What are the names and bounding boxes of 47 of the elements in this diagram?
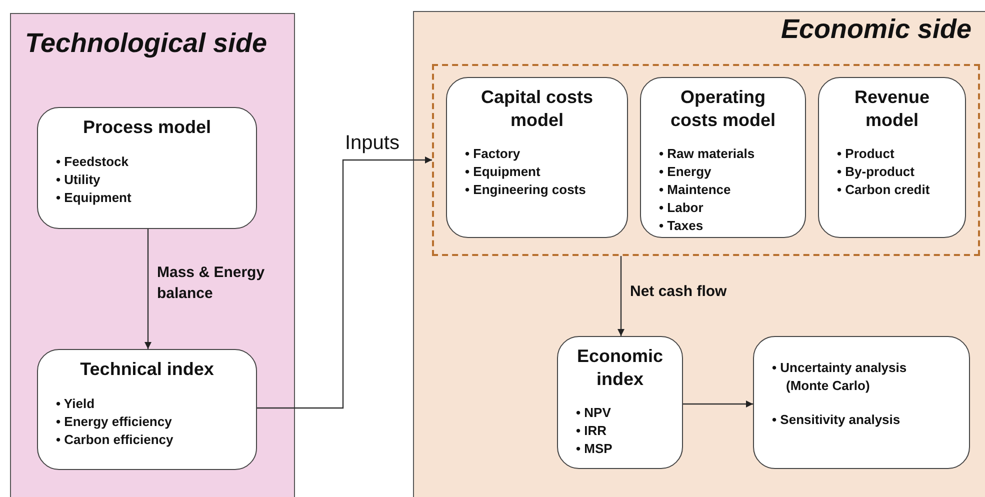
box-heading: Process model bbox=[82, 116, 212, 139]
bullet-item: • Sensitivity analysis bbox=[772, 411, 902, 429]
bullet-item: • MSP bbox=[576, 440, 614, 458]
bullet-item: • Maintence bbox=[659, 180, 732, 199]
bullet-item: • Product bbox=[837, 144, 896, 163]
arrow bbox=[144, 229, 152, 349]
box-heading: Capital costs model bbox=[480, 86, 594, 132]
panel-title: Technological side bbox=[25, 28, 268, 59]
bullet-item: • Feedstock bbox=[56, 153, 130, 172]
bullet-item: • IRR bbox=[576, 422, 608, 440]
bullet-item: • Energy efficiency bbox=[56, 413, 173, 432]
edge-label: Mass & Energy balance bbox=[157, 263, 266, 304]
bullet-item: • Taxes bbox=[659, 216, 704, 235]
bullet-item: • Engineering costs bbox=[465, 180, 587, 199]
process-box bbox=[753, 336, 970, 469]
edge-label: Inputs bbox=[345, 131, 400, 156]
economic-side-panel bbox=[413, 11, 985, 497]
bullet-item: • Carbon credit bbox=[837, 180, 931, 199]
process-box bbox=[640, 77, 806, 238]
box-heading: Economic index bbox=[576, 345, 664, 392]
bullet-item: • Carbon efficiency bbox=[56, 431, 174, 450]
bullet-item: • Energy bbox=[659, 162, 712, 181]
arrow bbox=[618, 256, 624, 336]
dashed-group-box bbox=[432, 64, 980, 256]
box-heading: Technical index bbox=[79, 358, 215, 381]
process-box bbox=[37, 349, 257, 470]
bullet-item: • Utility bbox=[56, 171, 102, 190]
bullet-item: • Yield bbox=[56, 395, 96, 414]
bullet-item: • Factory bbox=[465, 144, 522, 163]
bullet-item: • By-product bbox=[837, 162, 916, 181]
bullet-item: • Equipment bbox=[56, 189, 132, 208]
bullet-item: • NPV bbox=[576, 404, 612, 422]
panel-title: Economic side bbox=[781, 14, 972, 45]
process-box bbox=[37, 107, 257, 229]
bullet-item: • Uncertainty analysis (Monte Carlo) bbox=[772, 359, 908, 395]
box-heading: Operating costs model bbox=[669, 86, 777, 132]
arrow bbox=[257, 156, 432, 409]
box-heading: Revenue model bbox=[853, 86, 931, 132]
process-box bbox=[557, 336, 683, 469]
technological-side-panel bbox=[10, 13, 295, 497]
bullet-item: • Raw materials bbox=[659, 144, 756, 163]
bullet-item: • Labor bbox=[659, 198, 704, 217]
edge-label: Net cash flow bbox=[630, 282, 728, 302]
process-box bbox=[818, 77, 966, 238]
bullet-item: • Equipment bbox=[465, 162, 542, 181]
arrow bbox=[683, 400, 753, 408]
process-box bbox=[446, 77, 628, 238]
